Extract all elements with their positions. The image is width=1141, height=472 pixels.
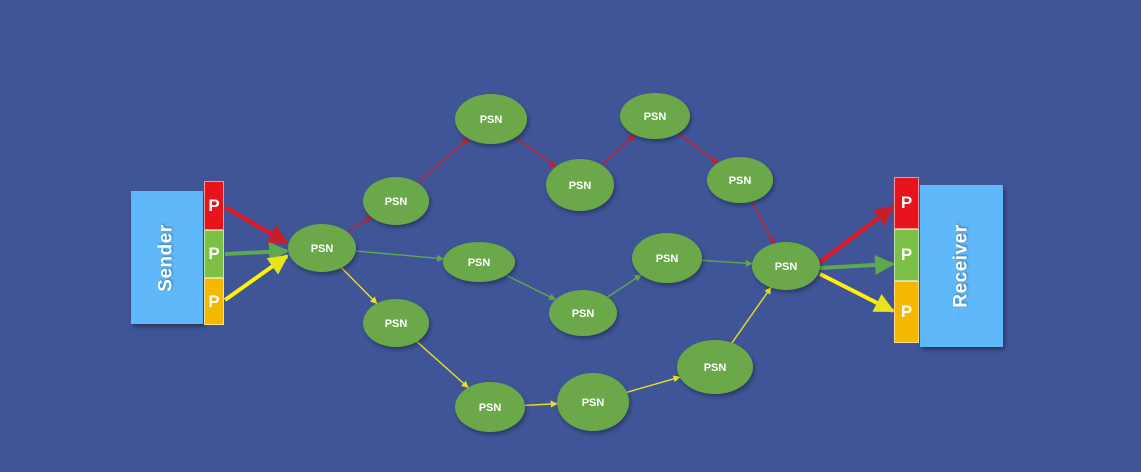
psn-node: PSN — [752, 242, 820, 290]
yellow-route-edge — [626, 375, 681, 393]
psn-node: PSN — [557, 373, 629, 431]
red-route-edge — [601, 134, 636, 166]
sender-green-arrow — [224, 241, 289, 262]
green-route-edge — [505, 274, 557, 301]
psn-node-label: PSN — [385, 318, 408, 330]
sender-yellow-arrow — [223, 254, 289, 302]
psn-node: PSN — [549, 290, 617, 336]
sender-box: Sender — [131, 191, 203, 324]
sender-packet-yellow: P — [204, 278, 224, 325]
psn-node: PSN — [632, 233, 702, 283]
receiver-box: Receiver — [920, 185, 1003, 347]
psn-node: PSN — [363, 177, 429, 225]
psn-node: PSN — [677, 340, 753, 394]
psn-node-label: PSN — [569, 180, 592, 192]
receiver-label: Receiver — [950, 224, 972, 308]
psn-node: PSN — [288, 224, 356, 272]
psn-node-label: PSN — [385, 196, 408, 208]
psn-node: PSN — [707, 157, 773, 203]
receiver-packet-yellow: P — [894, 281, 919, 343]
yellow-route-edge — [340, 267, 378, 304]
red-route-edge — [515, 136, 557, 168]
psn-node: PSN — [455, 94, 527, 144]
green-route-edge — [607, 274, 642, 298]
receiver-yellow-arrow — [819, 272, 895, 313]
psn-node-label: PSN — [704, 362, 727, 374]
psn-node-label: PSN — [572, 308, 595, 320]
yellow-route-edge — [731, 286, 772, 344]
receiver-packet-red: P — [894, 177, 919, 229]
psn-node-label: PSN — [644, 111, 667, 123]
psn-node: PSN — [546, 159, 614, 211]
receiver-red-arrow — [818, 205, 895, 264]
psn-node-label: PSN — [311, 243, 334, 255]
green-route-edge — [355, 250, 445, 262]
receiver-green-arrow — [819, 254, 895, 275]
red-route-edge — [677, 132, 719, 164]
sender-packet-green: P — [204, 230, 224, 278]
psn-node: PSN — [455, 382, 525, 432]
green-route-edge — [701, 259, 753, 267]
red-route-edge — [346, 216, 372, 233]
psn-node: PSN — [620, 93, 690, 139]
psn-node: PSN — [363, 299, 429, 347]
red-route-edge — [750, 201, 775, 245]
psn-node-label: PSN — [479, 402, 502, 414]
yellow-route-edge — [524, 400, 558, 408]
psn-node-label: PSN — [582, 397, 605, 409]
psn-node-label: PSN — [656, 253, 679, 265]
psn-node-label: PSN — [468, 257, 491, 269]
psn-node-label: PSN — [480, 114, 503, 126]
psn-node: PSN — [443, 242, 515, 282]
red-route-edge — [416, 137, 469, 184]
psn-node-label: PSN — [729, 175, 752, 187]
psn-node-label: PSN — [775, 261, 798, 273]
sender-packet-red: P — [204, 181, 224, 230]
yellow-route-edge — [416, 341, 469, 388]
receiver-packet-green: P — [894, 229, 919, 281]
sender-label: Sender — [155, 223, 177, 292]
sender-red-arrow — [223, 205, 289, 245]
